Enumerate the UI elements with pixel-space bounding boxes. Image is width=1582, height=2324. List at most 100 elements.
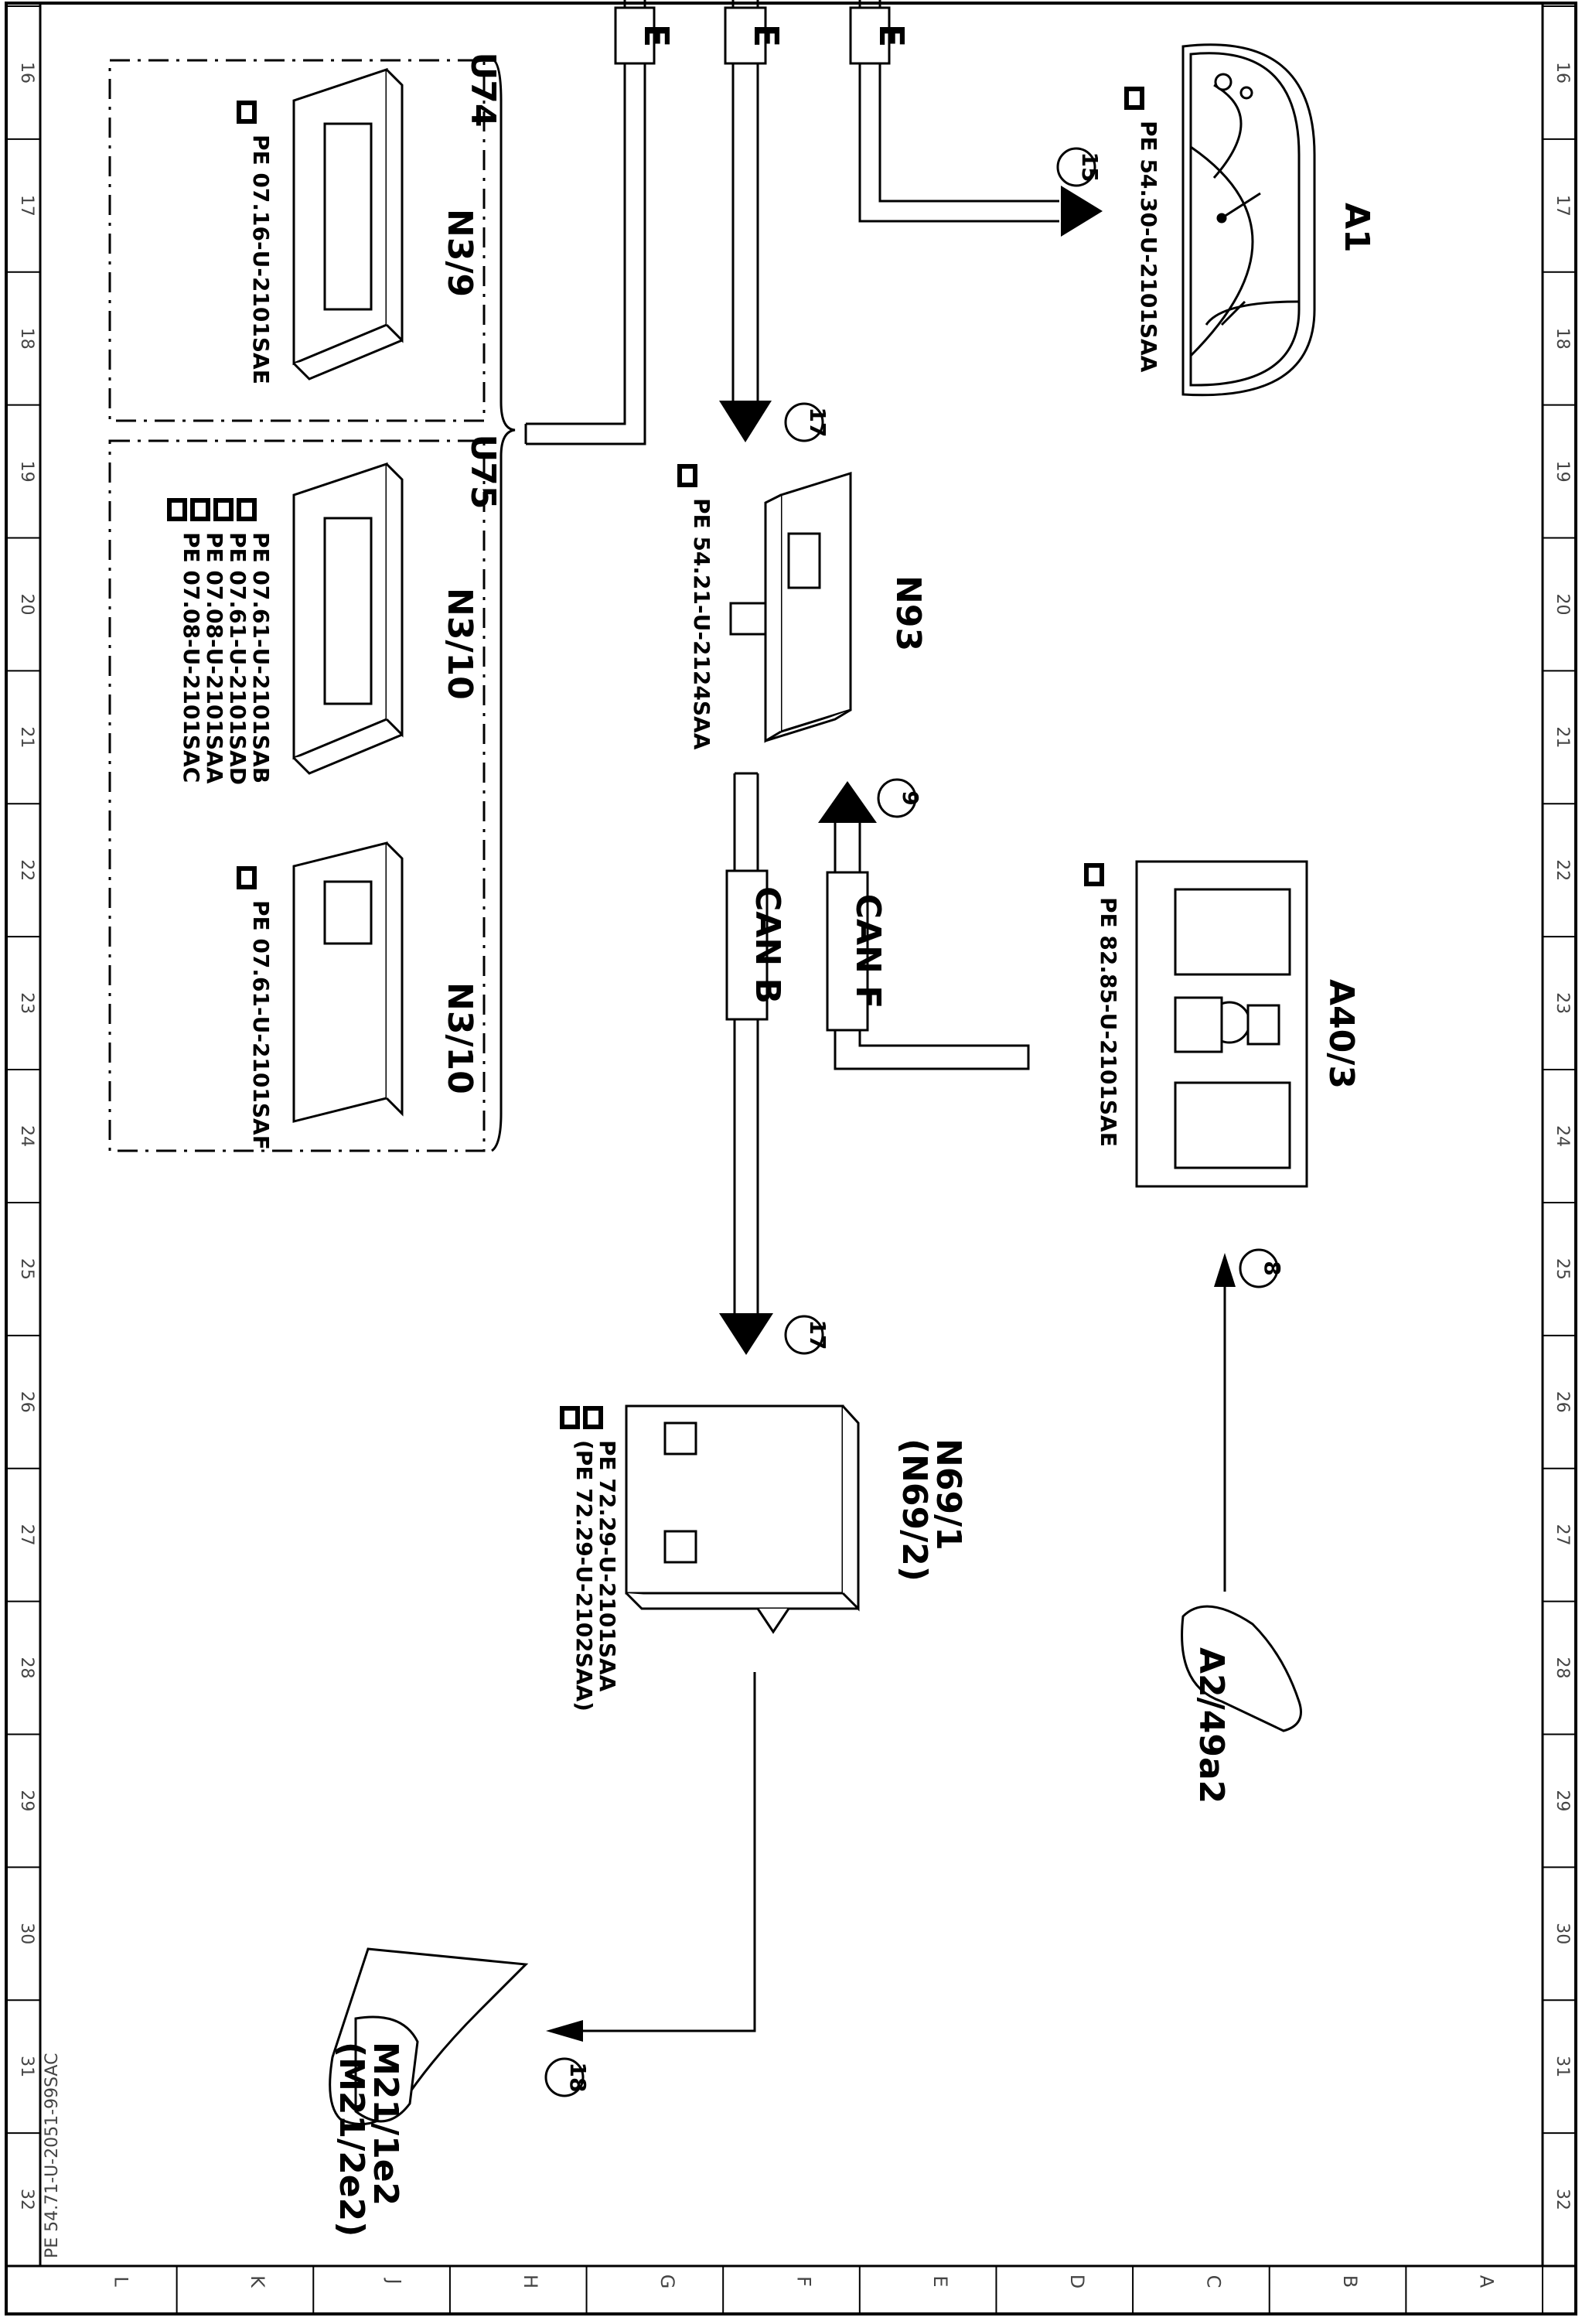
circled-ref-number: 15 xyxy=(1077,152,1103,183)
circled-ref-r17b xyxy=(784,1315,824,1355)
grid-row-letter: C xyxy=(1202,2275,1224,2288)
n3-10-ecu-illustration-2 xyxy=(292,841,404,1123)
pointing-hand-icon xyxy=(1084,863,1104,886)
grid-column-number: 29 xyxy=(1553,1790,1572,1811)
ethernet-label-1: E xyxy=(636,24,676,47)
pointing-hand-icon xyxy=(1124,87,1144,110)
n69_1-reference: (PE 72.29-U-2102SAA) xyxy=(571,1440,597,1711)
circled-ref-r18 xyxy=(544,2057,585,2097)
can-f-label: CAN F xyxy=(848,894,888,1009)
grid-column-number: 17 xyxy=(1553,195,1572,217)
n93-name: N93 xyxy=(888,575,928,651)
a1-reference: PE 54.30-U-2101SAA xyxy=(1136,121,1161,373)
a40_3-reference: PE 82.85-U-2101SAE xyxy=(1096,897,1121,1147)
grid-row-letter: D xyxy=(1066,2275,1088,2288)
grid-row-letter: L xyxy=(110,2276,131,2287)
a40_3-name: A40/3 xyxy=(1321,979,1361,1089)
ethernet-line-3 xyxy=(858,0,1059,223)
n69_1-alt-name: (N69/2) xyxy=(895,1438,934,1582)
can-b-label-box: CAN B xyxy=(725,869,787,1021)
n3_10a-reference: PE 07.08-U-2101SAA xyxy=(202,532,227,784)
n3_9-name: N3/9 xyxy=(440,209,479,297)
grid-column-number: 26 xyxy=(17,1391,36,1413)
pointing-hand-icon xyxy=(213,498,234,521)
grid-column-number: 18 xyxy=(1553,328,1572,350)
can-b-label: CAN B xyxy=(748,886,787,1004)
grid-column-number: 24 xyxy=(17,1125,36,1147)
grid-column-number: 32 xyxy=(1553,2189,1572,2210)
m21_1e2-name: M21/1e2 xyxy=(366,2042,405,2206)
pointing-hand-icon xyxy=(167,498,187,521)
circled-ref-r15 xyxy=(1056,147,1096,187)
n3_10b-reference: PE 07.61-U-2101SAF xyxy=(248,900,274,1150)
grid-column-number: 19 xyxy=(17,461,36,483)
m21_1e2-alt-name: (M21/2e2) xyxy=(332,2042,371,2237)
grid-column-number: 32 xyxy=(17,2189,36,2210)
grid-column-number: 20 xyxy=(1553,593,1572,615)
pointing-hand-icon xyxy=(237,101,257,124)
circled-references: 15 17 9 8 17 18 xyxy=(544,147,1285,2097)
can-b-line xyxy=(733,772,759,1315)
circled-ref-number: 17 xyxy=(805,408,830,438)
n69_1-reference: PE 72.29-U-2101SAA xyxy=(595,1440,620,1692)
grid-ticks xyxy=(6,5,1576,2314)
document-code: PE 54.71-U-2051-99SAC xyxy=(43,2053,62,2258)
arrow-can-f-up xyxy=(818,781,877,823)
grid-column-number: 23 xyxy=(17,992,36,1014)
ethernet-line-1 xyxy=(524,0,646,445)
grid-column-number: 24 xyxy=(1553,1125,1572,1147)
grid-column-number: 25 xyxy=(17,1258,36,1280)
grid-row-letter: B xyxy=(1339,2275,1361,2288)
ethernet-label-box-2: E xyxy=(724,6,786,65)
grid-column-number: 30 xyxy=(1553,1923,1572,1944)
arrow-to-a40-3 xyxy=(1214,1253,1236,1287)
grid-column-number: 31 xyxy=(1553,2056,1572,2077)
n69_1-name: N69/1 xyxy=(929,1438,968,1551)
grid-row-letter: A xyxy=(1476,2275,1498,2288)
grid-column-number: 28 xyxy=(1553,1657,1572,1679)
a40-3-head-unit-illustration xyxy=(1135,860,1308,1188)
ethernet-label-3: E xyxy=(871,24,911,47)
grid-column-number: 16 xyxy=(17,62,36,84)
circled-ref-number: 8 xyxy=(1260,1261,1285,1275)
circled-ref-number: 17 xyxy=(805,1320,830,1350)
a2-49a2-switch-illustration xyxy=(1181,1605,1302,1732)
arrow-to-a1 xyxy=(1061,186,1103,237)
grid-column-number: 26 xyxy=(1553,1391,1572,1413)
grid-column-number: 20 xyxy=(17,593,36,615)
circled-ref-number: 18 xyxy=(565,2063,591,2093)
grid-column-number: 19 xyxy=(1553,461,1572,483)
n93-module-illustration xyxy=(729,471,852,743)
circled-ref-r17a xyxy=(784,402,824,442)
grid-column-number: 28 xyxy=(17,1657,36,1679)
pointing-hand-icon xyxy=(190,498,210,521)
grid-column-number: 25 xyxy=(1553,1258,1572,1280)
can-f-label-box: CAN F xyxy=(826,871,888,1032)
circled-ref-r9 xyxy=(877,778,917,818)
n3_9-reference: PE 07.16-U-2101SAE xyxy=(248,135,274,384)
pointing-hand-icon xyxy=(237,498,257,521)
pointing-hand-icon xyxy=(677,464,697,487)
n3_10a-reference: PE 07.08-U-2101SAC xyxy=(179,532,204,783)
n3-10-ecu-illustration-1 xyxy=(292,462,404,775)
n69-to-mirror-line xyxy=(581,1672,756,2032)
u75-group: U75 xyxy=(108,435,503,1152)
group-brace xyxy=(491,57,516,1152)
grid-row-letter: G xyxy=(656,2275,678,2289)
grid-column-number: 29 xyxy=(17,1790,36,1811)
grid-row-letter: K xyxy=(247,2275,268,2288)
circled-ref-number: 9 xyxy=(898,790,923,805)
pointing-hand-icon xyxy=(583,1406,603,1429)
grid-row-letter: E xyxy=(929,2275,951,2287)
grid-column-number: 17 xyxy=(17,195,36,217)
a1-instrument-cluster-illustration xyxy=(1181,43,1316,397)
grid-column-number: 31 xyxy=(17,2056,36,2077)
grid-column-number: 21 xyxy=(17,726,36,748)
grid-column-number: 22 xyxy=(1553,859,1572,881)
n3_10a-name: N3/10 xyxy=(440,588,479,700)
